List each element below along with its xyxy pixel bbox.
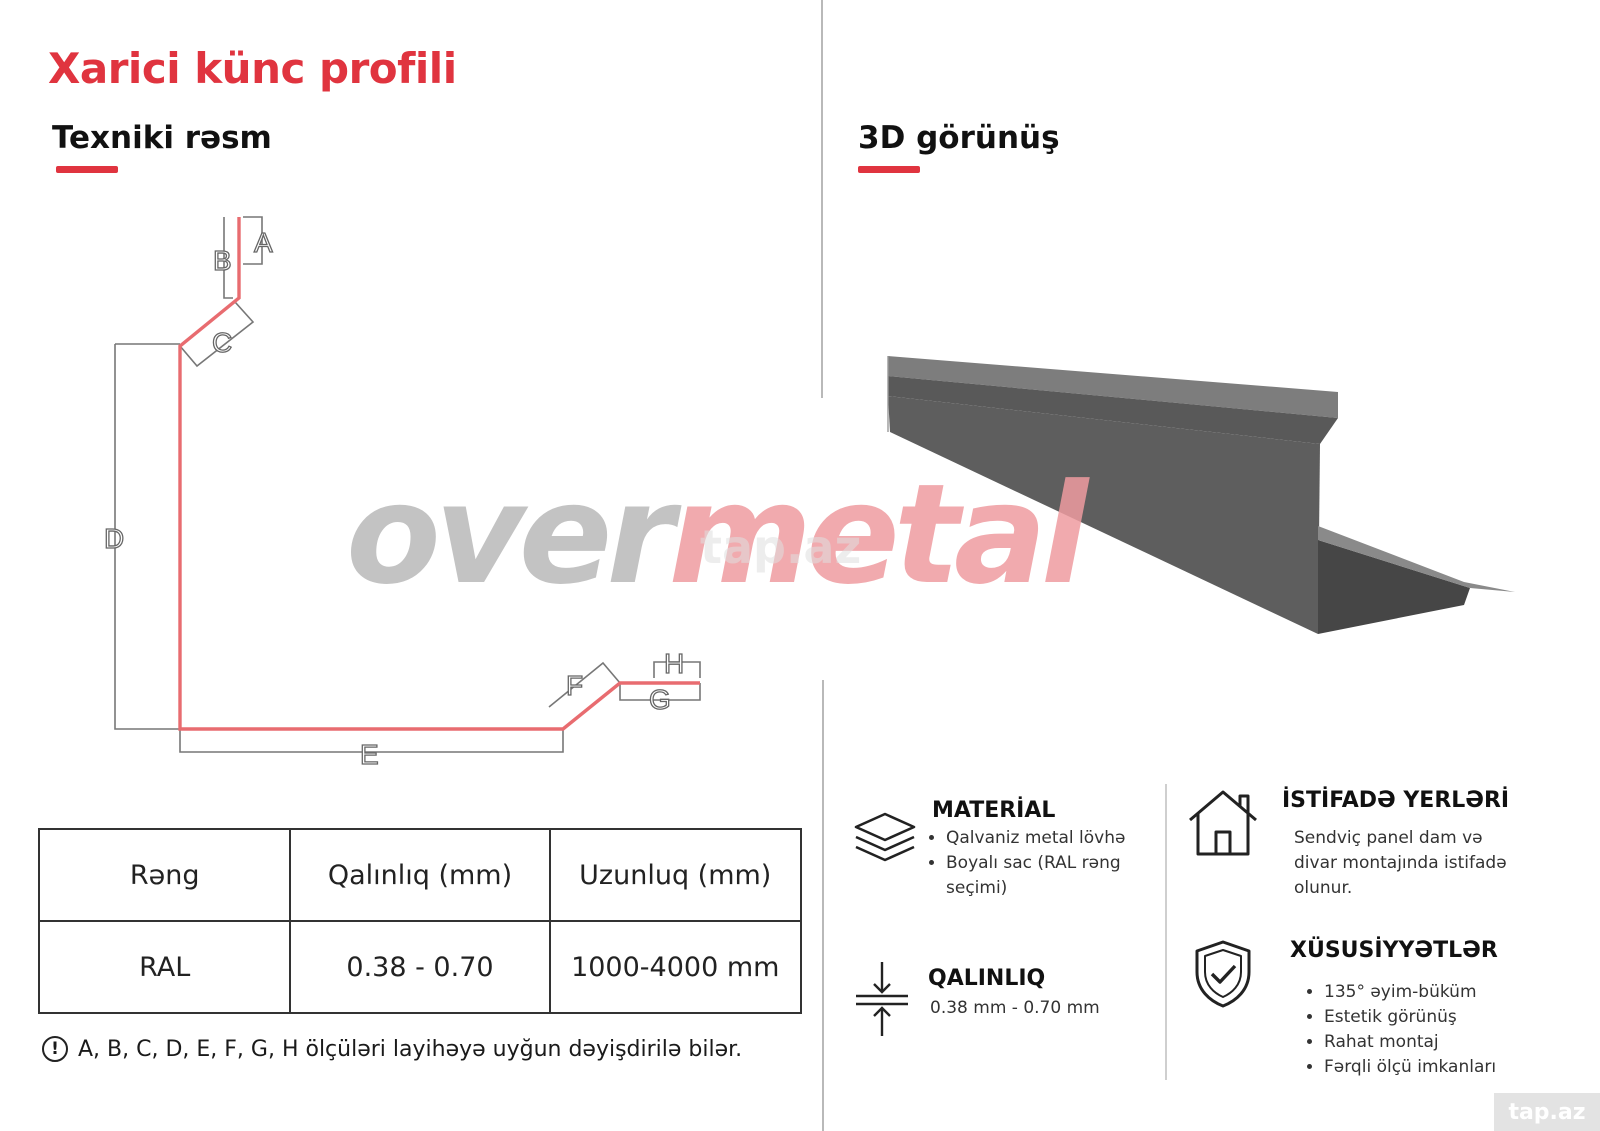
list-item: Estetik görünüş <box>1324 1005 1524 1030</box>
table-header-cell: Uzunluq (mm) <box>548 828 803 922</box>
label-c: C <box>212 327 232 358</box>
list-item: 135° əyim-büküm <box>1324 980 1524 1005</box>
material-list: Qalvaniz metal lövhə Boyalı sac (RAL rən… <box>926 826 1148 901</box>
heading-underline <box>56 166 118 173</box>
dimension-line-g <box>619 683 701 701</box>
shield-check-icon <box>1195 940 1251 1008</box>
vertical-divider <box>1165 784 1167 1080</box>
dimension-line-b <box>223 217 233 299</box>
features-list: 135° əyim-büküm Estetik görünüş Rahat mo… <box>1304 980 1524 1080</box>
vertical-divider <box>822 680 824 1131</box>
table-header-cell: Qalınlıq (mm) <box>289 828 551 922</box>
dimension-line-a <box>243 216 263 265</box>
features-heading: XÜSUSİYYƏTLƏR <box>1290 938 1498 963</box>
table-row: RAL 0.38 - 0.70 1000-4000 mm <box>37 920 803 1014</box>
layers-icon <box>854 812 916 862</box>
dimension-line-e <box>179 729 564 753</box>
faint-watermark: tap.az <box>700 520 862 574</box>
spec-table: Rəng Qalınlıq (mm) Uzunluq (mm) RAL 0.38… <box>37 828 803 1014</box>
profile-line <box>178 217 700 731</box>
thickness-heading: QALINLIQ <box>928 966 1046 991</box>
profile-wall <box>888 396 1320 634</box>
house-icon <box>1189 790 1257 856</box>
site-brand: tap.az <box>1494 1093 1600 1131</box>
thickness-icon <box>856 962 908 1036</box>
dimension-line-h <box>653 661 701 678</box>
heading-underline <box>858 166 920 173</box>
label-f: F <box>566 670 583 701</box>
label-b: B <box>213 245 232 276</box>
table-cell: 0.38 - 0.70 <box>289 920 551 1014</box>
table-cell: 1000-4000 mm <box>548 920 803 1014</box>
technical-drawing: A B C D E F G H <box>103 216 701 771</box>
label-g: G <box>649 684 671 715</box>
page-title: Xarici künc profili <box>48 44 457 93</box>
dimensions-note: ! A, B, C, D, E, F, G, H ölçüləri layihə… <box>42 1036 742 1062</box>
label-a: A <box>254 227 273 258</box>
material-heading: MATERİAL <box>932 798 1056 823</box>
table-header-cell: Rəng <box>37 828 292 922</box>
list-item: Fərqli ölçü imkanları <box>1324 1055 1524 1080</box>
usage-heading: İSTİFADƏ YERLƏRİ <box>1282 788 1510 813</box>
vertical-divider <box>821 0 823 398</box>
technical-drawing-heading: Texniki rəsm <box>52 120 272 156</box>
profile-top-flange <box>888 356 1338 418</box>
label-d: D <box>104 523 124 554</box>
usage-text: Sendviç panel dam və divar montajında is… <box>1294 828 1507 898</box>
label-e: E <box>360 739 379 770</box>
exclamation-icon: ! <box>42 1036 68 1062</box>
profile-bottom <box>1318 540 1470 634</box>
thickness-value: 0.38 mm - 0.70 mm <box>930 998 1100 1018</box>
list-item: Qalvaniz metal lövhə <box>946 826 1148 851</box>
list-item: Rahat montaj <box>1324 1030 1524 1055</box>
profile-3d-render <box>887 356 1515 634</box>
label-h: H <box>664 648 684 679</box>
brand-watermark: overmetal <box>346 454 1088 615</box>
table-cell: RAL <box>37 920 292 1014</box>
dimension-line-d <box>114 344 180 730</box>
note-text: A, B, C, D, E, F, G, H ölçüləri layihəyə… <box>78 1036 743 1062</box>
dimension-box-f <box>548 661 622 728</box>
table-header-row: Rəng Qalınlıq (mm) Uzunluq (mm) <box>37 828 803 922</box>
list-item: Boyalı sac (RAL rəng seçimi) <box>946 851 1148 901</box>
3d-view-heading: 3D görünüş <box>858 120 1060 156</box>
